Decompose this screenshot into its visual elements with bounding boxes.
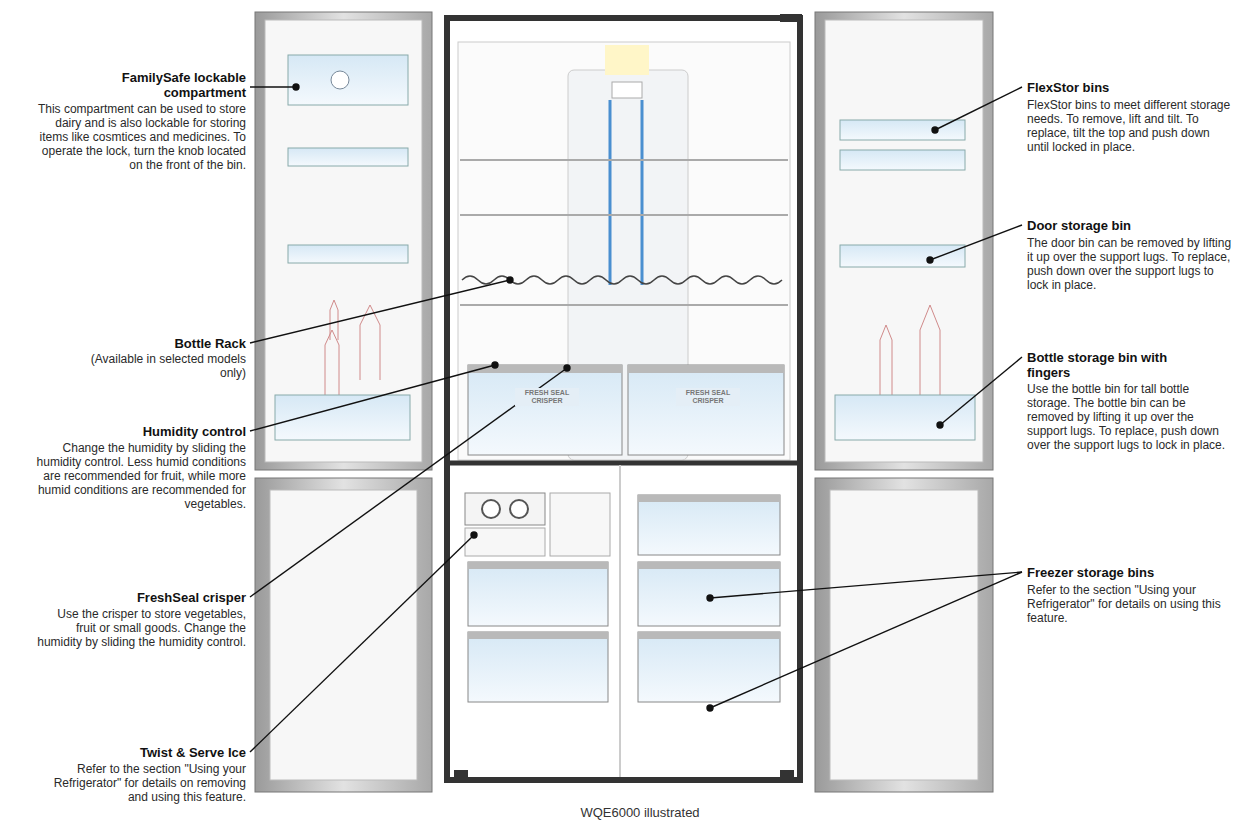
callout-heading: Freezer storage bins <box>1027 565 1232 580</box>
crisper-label: FRESH SEAL CRISPER <box>676 388 740 406</box>
callout-heading: FlexStor bins <box>1027 80 1232 95</box>
crisper-label: FRESH SEAL CRISPER <box>515 388 579 406</box>
callout-text: (Available in selected models only) <box>66 352 246 380</box>
callout-heading: Humidity control <box>86 424 246 439</box>
callout-text: Use the bottle bin for tall bottle stora… <box>1027 382 1232 452</box>
callout-heading: FreshSeal crisper <box>86 590 246 605</box>
callout-text: This compartment can be used to store da… <box>36 102 246 172</box>
callout-text: Refer to the section "Using your Refrige… <box>36 762 246 804</box>
callout-text: Use the crisper to store vegetables, fru… <box>36 607 246 649</box>
callout-heading: Twist & Serve Ice <box>86 745 246 760</box>
callout-heading: Bottle storage bin with fingers <box>1027 350 1207 380</box>
callout-text: The door bin can be removed by lifting i… <box>1027 236 1232 292</box>
caption: WQE6000 illustrated <box>490 806 790 820</box>
callout-text: Change the humidity by sliding the humid… <box>36 441 246 511</box>
callout-heading: FamilySafe lockable compartment <box>86 70 246 100</box>
callout-heading: Bottle Rack <box>86 336 246 351</box>
callout-heading: Door storage bin <box>1027 218 1232 233</box>
callout-text: FlexStor bins to meet different storage … <box>1027 98 1232 154</box>
callout-text: Refer to the section "Using your Refrige… <box>1027 583 1232 625</box>
